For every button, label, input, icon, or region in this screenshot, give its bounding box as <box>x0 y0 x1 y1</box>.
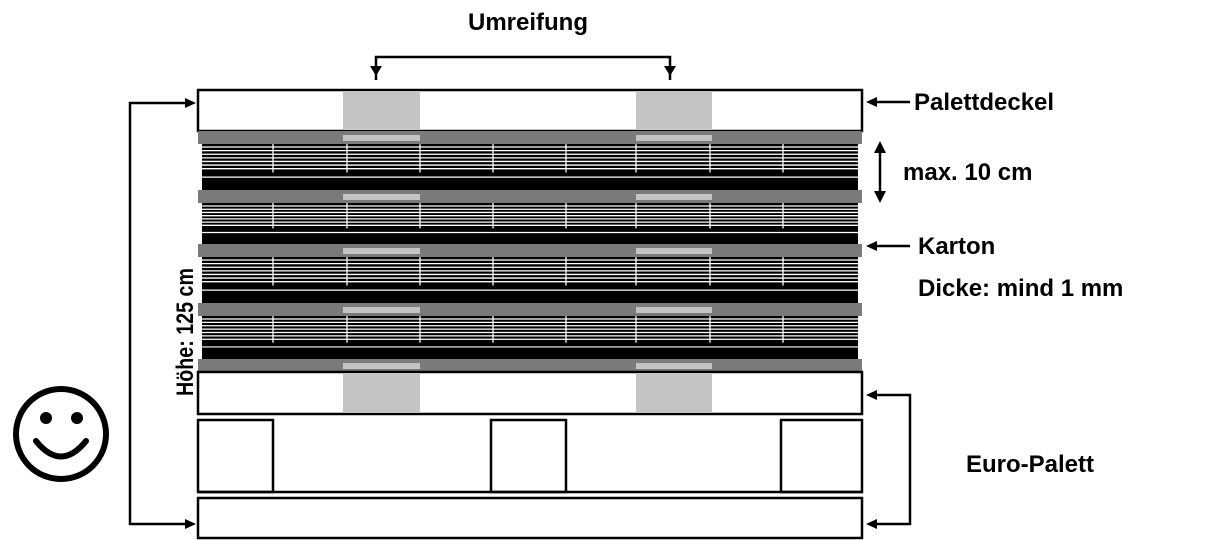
layer-height-label: max. 10 cm <box>903 159 1032 186</box>
strap-highlight <box>343 248 420 254</box>
pallet-lid-pointer <box>866 97 910 107</box>
paper-layer <box>202 257 858 303</box>
strapping-pointer <box>370 55 676 80</box>
cardboard-sheet <box>198 359 862 372</box>
cardboard-thickness-label: Dicke: mind 1 mm <box>918 275 1123 302</box>
pallet-block-right <box>779 418 864 494</box>
strap-band-pallet <box>636 373 712 413</box>
paper-stack <box>198 131 862 372</box>
strapping-bands <box>343 91 712 413</box>
paper-layer <box>202 144 858 190</box>
cardboard-pointer <box>866 241 910 251</box>
strap-highlight <box>343 307 420 313</box>
layer-height-pointer <box>874 141 886 203</box>
euro-pallet-pointer <box>866 390 912 529</box>
strap-band-lid <box>343 91 420 130</box>
cardboard-sheet <box>198 190 862 203</box>
total-height-label: Höhe: 125 cm <box>171 268 198 396</box>
paper-layer <box>202 203 858 244</box>
smiley-face-icon <box>13 386 109 482</box>
pallet-block-left <box>196 418 275 494</box>
cardboard-label: Karton <box>918 233 995 260</box>
cardboard-sheet <box>198 303 862 316</box>
pallet-lid-label: Palettdeckel <box>914 89 1054 116</box>
strap-highlight <box>636 194 712 200</box>
paper-layer <box>202 316 858 359</box>
strap-highlight <box>636 363 712 369</box>
euro-pallet-label: Euro-Palett <box>966 451 1094 478</box>
strap-band-pallet <box>343 373 420 413</box>
pallet-bottom-board <box>196 496 864 540</box>
strap-highlight <box>636 135 712 141</box>
cardboard-sheet <box>198 244 862 257</box>
strap-band-lid <box>636 91 712 130</box>
strap-highlight <box>636 307 712 313</box>
pallet-lid <box>196 88 864 133</box>
strap-highlight <box>343 135 420 141</box>
pallet-block-middle <box>489 418 568 494</box>
strap-highlight <box>343 363 420 369</box>
total-height-pointer <box>128 98 196 529</box>
strap-highlight <box>343 194 420 200</box>
cardboard-sheet <box>198 131 862 144</box>
strap-highlight <box>636 248 712 254</box>
strapping-label: Umreifung <box>468 9 588 36</box>
pallet-top-board <box>196 370 864 416</box>
